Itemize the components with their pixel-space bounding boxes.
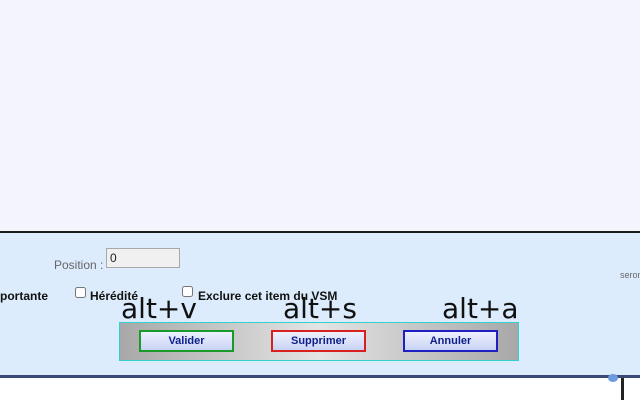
hotkey-validate: alt+v bbox=[121, 292, 197, 325]
hotkey-cancel: alt+a bbox=[442, 292, 519, 325]
position-label: Position : bbox=[54, 258, 104, 272]
cancel-button[interactable]: Annuler bbox=[403, 330, 498, 352]
item-edit-panel: Position : seron portante Hérédité Exclu… bbox=[0, 231, 640, 379]
exclude-vsm-checkbox[interactable] bbox=[182, 286, 193, 297]
frame-divider bbox=[621, 378, 624, 400]
side-note-text: seron bbox=[620, 270, 640, 280]
validate-button[interactable]: Valider bbox=[139, 330, 234, 352]
scroll-indicator-icon bbox=[608, 374, 618, 382]
exclude-vsm-label: Exclure cet item du VSM bbox=[198, 289, 338, 303]
delete-button[interactable]: Supprimer bbox=[271, 330, 366, 352]
importance-label: portante bbox=[0, 289, 48, 303]
bottom-frame bbox=[0, 374, 640, 400]
hotkey-delete: alt+s bbox=[283, 292, 357, 325]
action-button-bar: Valider Supprimer Annuler bbox=[119, 322, 519, 361]
position-input[interactable] bbox=[106, 248, 180, 268]
heredite-checkbox[interactable] bbox=[75, 287, 86, 298]
heredite-label: Hérédité bbox=[90, 289, 139, 303]
content-area bbox=[0, 0, 640, 231]
